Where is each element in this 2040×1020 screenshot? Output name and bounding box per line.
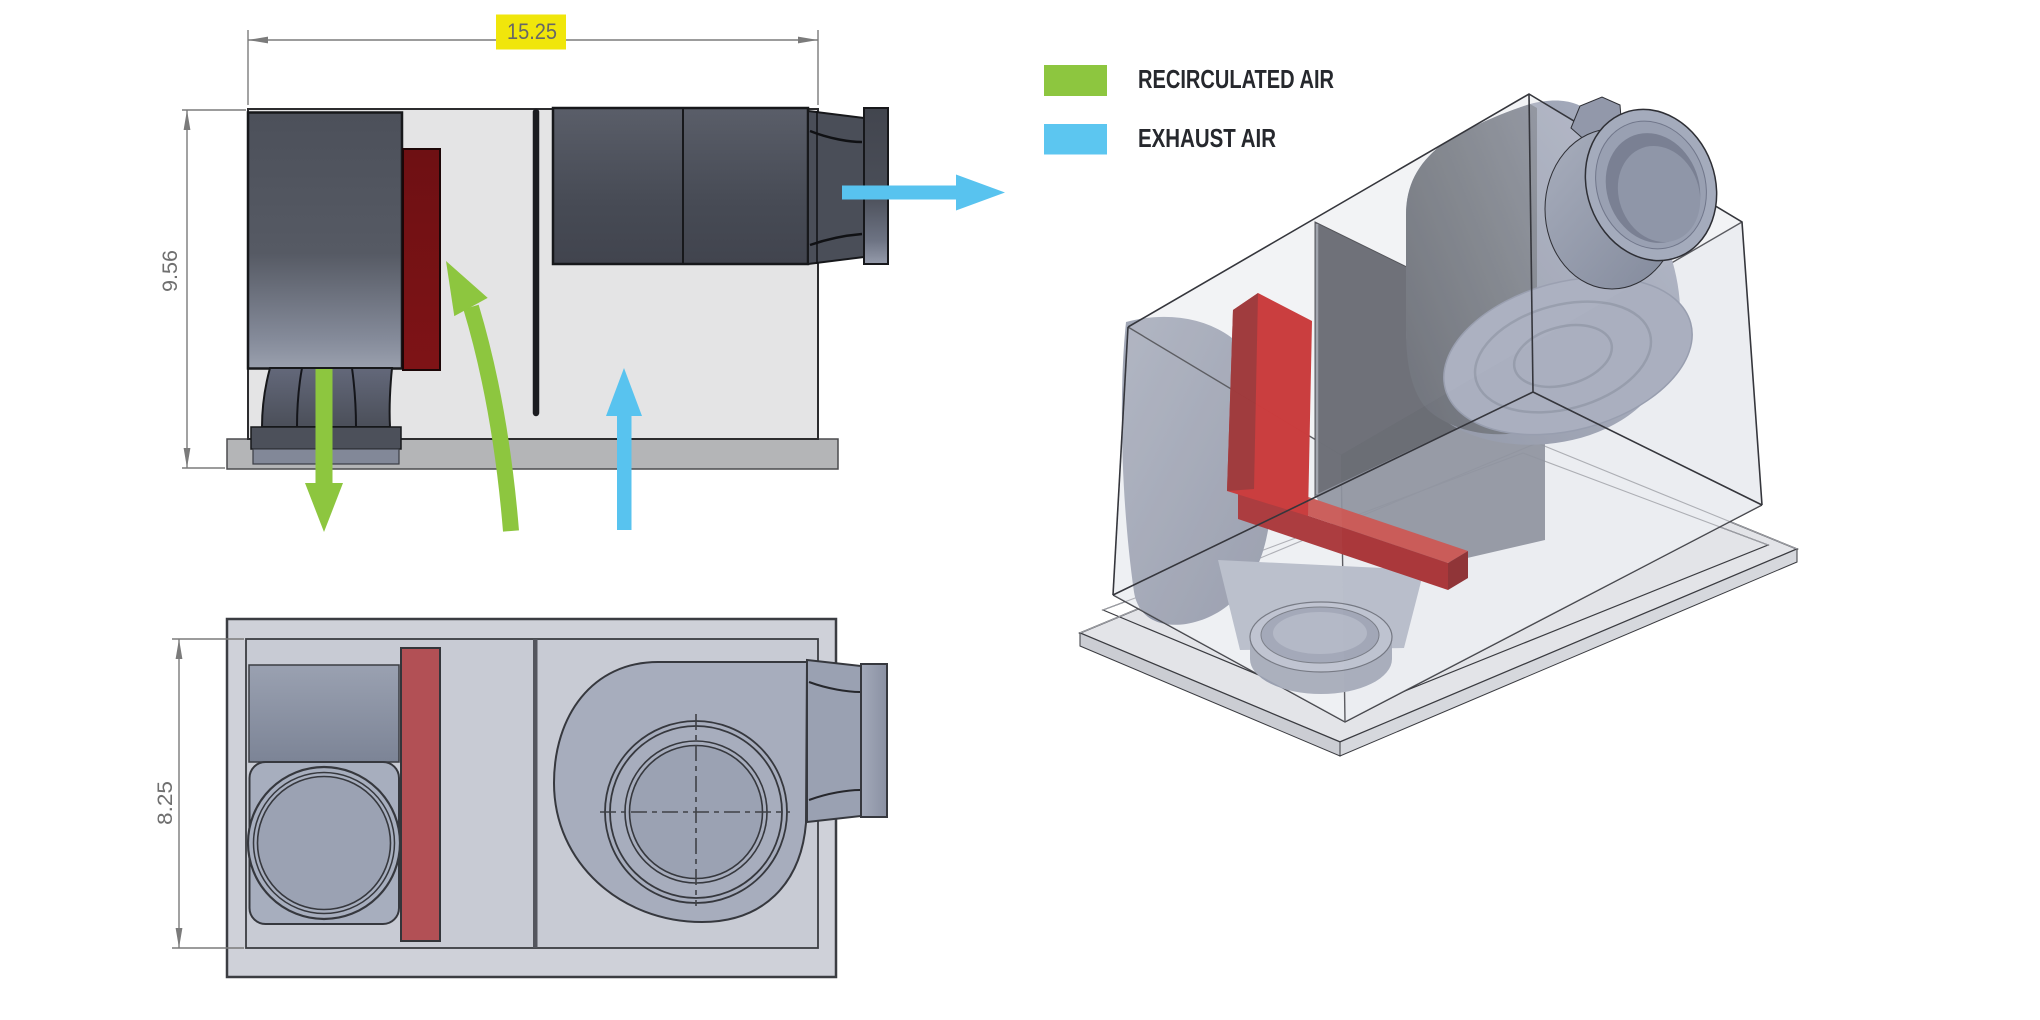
svg-text:8.25: 8.25	[154, 781, 177, 825]
svg-text:15.25: 15.25	[507, 19, 557, 44]
svg-text:9.56: 9.56	[159, 250, 182, 292]
svg-text:EXHAUST AIR: EXHAUST AIR	[1138, 123, 1276, 153]
svg-text:RECIRCULATED AIR: RECIRCULATED AIR	[1138, 64, 1334, 94]
